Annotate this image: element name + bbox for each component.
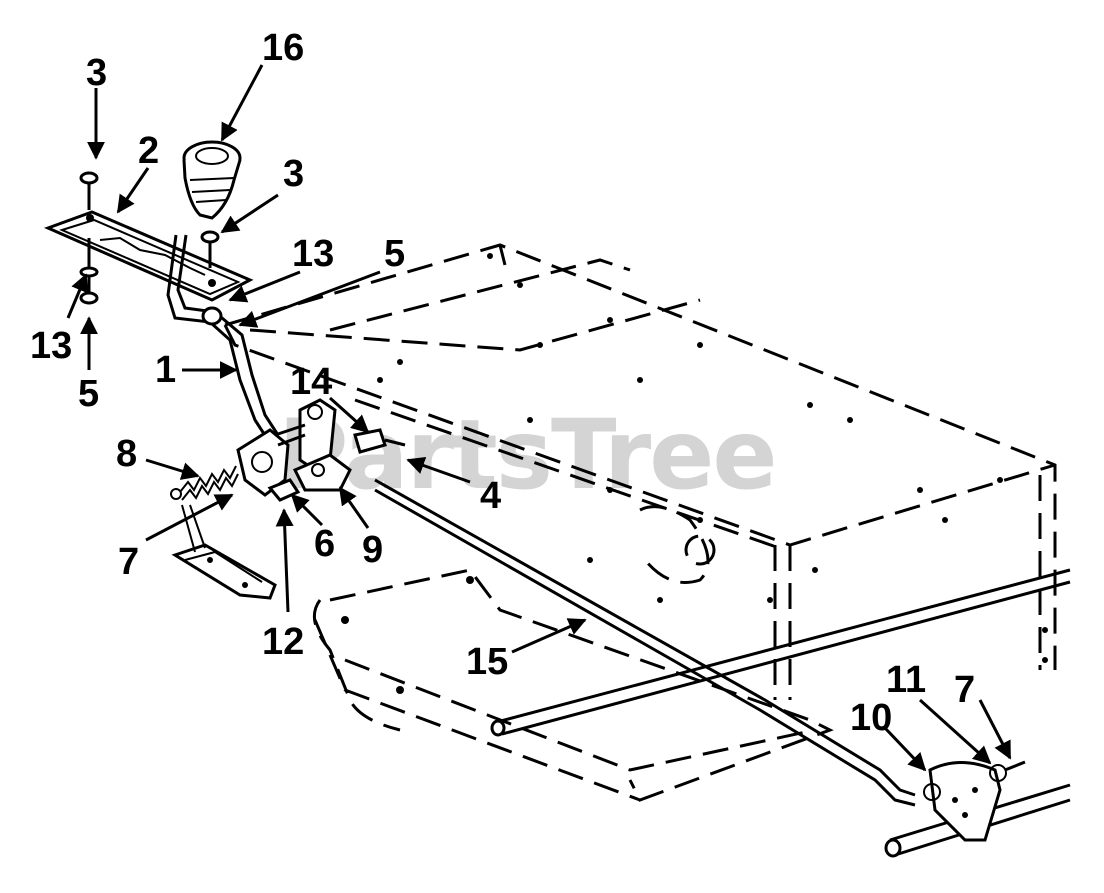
callout-3-right: 3 xyxy=(283,153,304,195)
watermark: PartsTree xyxy=(278,399,775,511)
callout-9: 9 xyxy=(362,529,383,571)
callout-15: 15 xyxy=(466,641,508,683)
callout-4: 4 xyxy=(480,475,501,517)
callout-leaders xyxy=(66,64,1012,772)
callout-5-upper: 5 xyxy=(384,233,405,275)
callout-13-left: 13 xyxy=(30,325,72,367)
callout-12: 12 xyxy=(262,621,304,663)
shift-knob xyxy=(182,140,242,220)
lower-rail xyxy=(312,568,834,802)
bolt-right xyxy=(200,230,220,268)
callout-8: 8 xyxy=(116,433,137,475)
rear-plate xyxy=(923,760,1026,842)
callout-7-left: 7 xyxy=(118,541,139,583)
callout-13-upper: 13 xyxy=(292,233,334,275)
washer-nut-left xyxy=(79,238,99,305)
frame-holes xyxy=(377,253,1048,663)
shift-rod xyxy=(374,478,916,807)
callout-16: 16 xyxy=(262,27,304,69)
mount-bracket xyxy=(171,504,277,600)
bolt-left xyxy=(79,171,99,210)
shift-lever xyxy=(166,234,280,441)
callout-7-right: 7 xyxy=(954,669,975,711)
callout-10: 10 xyxy=(850,697,892,739)
callout-labels: 16 3 2 3 13 5 13 5 1 14 8 4 7 6 9 12 15 … xyxy=(30,27,975,739)
callout-14: 14 xyxy=(290,361,332,403)
callout-5-left: 5 xyxy=(78,373,99,415)
callout-2: 2 xyxy=(138,130,159,172)
callout-3-top-left: 3 xyxy=(86,52,107,94)
spring xyxy=(170,465,239,501)
callout-6: 6 xyxy=(314,523,335,565)
console-plate xyxy=(43,210,254,302)
pivot-bracket xyxy=(236,398,406,502)
callout-1: 1 xyxy=(155,349,176,391)
callout-11: 11 xyxy=(886,659,926,701)
frame-outline xyxy=(223,243,1057,700)
